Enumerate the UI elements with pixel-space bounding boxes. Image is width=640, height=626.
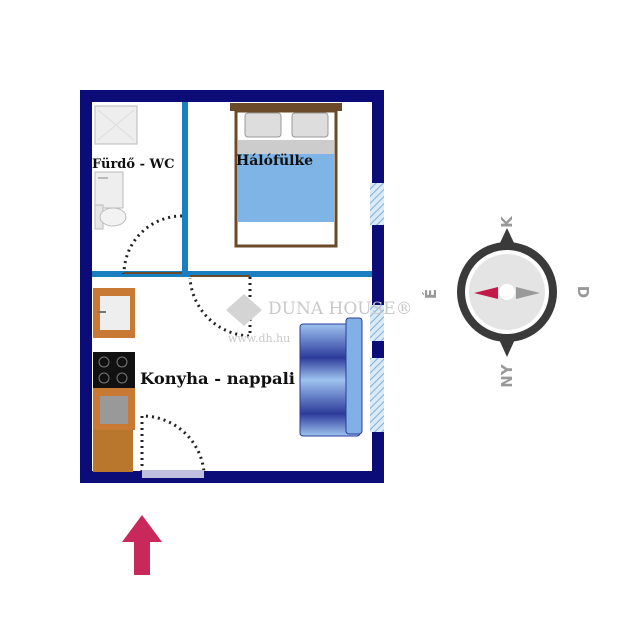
compass-needle-west <box>474 287 498 299</box>
compass-label-d: D <box>574 286 592 298</box>
watermark-url: www.dh.hu <box>228 332 290 345</box>
bed <box>230 103 342 248</box>
bathroom-door-swing <box>122 214 183 275</box>
oven <box>93 388 135 430</box>
compass-label-e: É <box>421 289 440 299</box>
kitchen-cabinet <box>93 430 133 472</box>
watermark: DUNA HOUSE® www.dh.hu <box>226 294 413 345</box>
stove <box>93 352 135 388</box>
room-label-bedroom: Hálófülke <box>236 153 313 169</box>
window <box>370 358 384 432</box>
bedroom-door-swing <box>188 277 252 338</box>
partition-walls <box>92 102 372 277</box>
entrance-arrow-icon <box>122 515 162 575</box>
shower <box>94 105 138 145</box>
kitchen-sink <box>93 288 135 338</box>
compass-needle-east <box>516 287 540 299</box>
compass-label-k: K <box>498 215 516 228</box>
entry-door-swing <box>140 414 206 473</box>
room-label-bathroom: Fürdő - WC <box>92 157 174 172</box>
compass: K D NY É <box>421 215 592 388</box>
window <box>370 183 384 225</box>
toilet <box>94 204 127 230</box>
sofa <box>299 317 363 437</box>
entry-door-threshold <box>142 470 204 478</box>
window <box>370 305 384 341</box>
room-label-living: Konyha - nappali <box>140 369 295 388</box>
washbasin <box>94 171 124 209</box>
watermark-brand: DUNA HOUSE® <box>268 299 413 319</box>
compass-label-ny: NY <box>498 363 516 388</box>
